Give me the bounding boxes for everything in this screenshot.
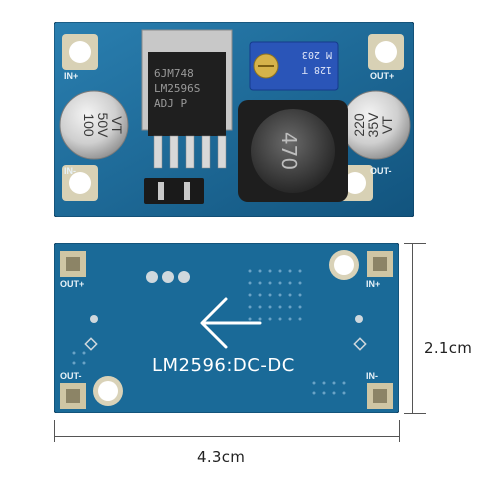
front-board: IN+ IN- OUT+ OUT- 6JM748 LM2596S ADJ P [54,22,414,217]
height-tick-top [404,243,426,244]
height-label: 2.1cm [422,339,475,357]
label-in-plus: IN+ [64,71,78,81]
svg-text:VT: VT [109,116,125,134]
svg-text:220: 220 [351,113,367,137]
capacitor-left: 100 50V VT [59,90,129,160]
pad-in-minus [367,383,393,409]
width-label: 4.3cm [197,448,246,466]
lm2596-chip: 6JM748 LM2596S ADJ P [141,29,233,169]
back-label-in-minus: IN- [366,371,378,381]
diamond-right [353,337,367,351]
label-out-plus: OUT+ [370,71,394,81]
mounting-hole-tr [368,34,404,70]
width-dimension-line [54,436,400,437]
mounting-hole-tl [62,34,98,70]
diode [144,178,204,204]
ground-via-grid [72,269,346,395]
back-label-out-plus: OUT+ [60,279,84,289]
height-dimension-line [412,243,413,414]
width-tick-left [54,420,55,442]
svg-text:470: 470 [277,132,301,170]
width-tick-right [399,420,400,442]
board-label: LM2596:DC-DC [152,355,295,376]
svg-text:128 T: 128 T [302,64,332,75]
svg-text:M 203: M 203 [302,49,332,60]
svg-text:100: 100 [81,113,97,137]
pad-out-plus [60,251,86,277]
inductor: 470 [238,100,348,202]
height-tick-bottom [404,413,426,414]
direction-arrow-icon [200,297,262,349]
capacitor-right: 220 35V VT [341,90,411,160]
diamond-left [84,337,98,351]
via-right [355,315,363,323]
back-board: OUT+ IN+ OUT- IN- LM2596:DC-DC [54,243,399,413]
svg-text:50V: 50V [95,113,111,139]
back-label-out-minus: OUT- [60,371,82,381]
svg-text:LM2596S: LM2596S [154,82,200,95]
via-left [90,315,98,323]
label-in-minus: IN- [64,166,76,176]
svg-text:ADJ P: ADJ P [154,97,187,110]
svg-text:35V: 35V [365,112,381,138]
svg-text:VT: VT [379,116,395,134]
potentiometer: M 203 128 T [249,41,339,91]
pad-in-plus [367,251,393,277]
svg-text:6JM748: 6JM748 [154,67,194,80]
via-pads [146,271,190,283]
mounting-hole-bl [62,165,98,201]
label-out-minus: OUT- [370,166,392,176]
pad-out-minus [60,383,86,409]
back-label-in-plus: IN+ [366,279,380,289]
